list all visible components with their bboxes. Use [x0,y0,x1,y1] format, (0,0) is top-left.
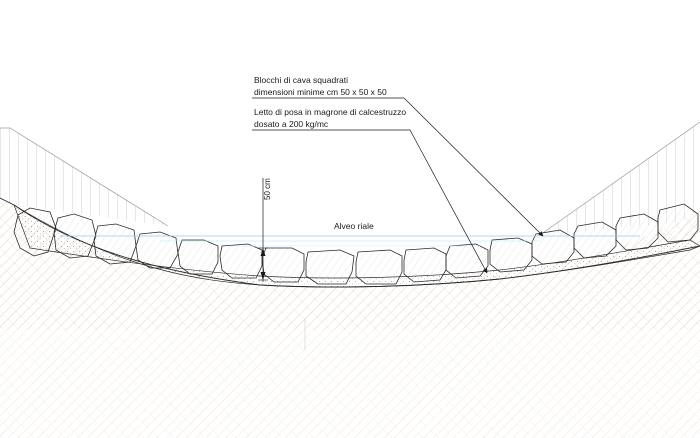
concrete-bed [13,204,700,288]
blocks-label-line2: dimensioni minime cm 50 x 50 x 50 [254,87,387,97]
water-label: Alveo riale [334,221,374,231]
block-16 [657,203,699,243]
block-7 [261,247,305,283]
dimension-label: 50 cm [263,178,272,200]
block-10 [403,247,447,283]
block-6 [219,243,263,279]
dimension-50cm: 50 cm [258,178,272,282]
blocks-label-line1: Blocchi di cava squadrati [254,75,348,85]
terrain-line [0,197,15,206]
block-15 [615,213,659,251]
block-1 [13,207,57,257]
ground-soil-overlay [0,198,700,438]
leader-blocks [252,97,544,237]
block-3 [93,223,137,265]
block-14 [573,221,617,259]
block-9 [355,249,403,285]
block-12 [489,237,533,273]
quarry-blocks [13,203,699,285]
left-bank-edge [0,127,169,227]
leader-bed [252,129,488,274]
block-13 [531,229,575,265]
right-bank-edge [539,121,700,236]
left-bank [0,128,168,226]
ground-fade [0,330,700,438]
block-8 [305,249,355,285]
block-5 [177,239,219,275]
bed-label-line2: dosato a 200 kg/mc [254,119,329,129]
block-4 [135,231,179,269]
block-11 [445,243,489,279]
bed-label-line1: Letto di posa in magrone di calcestruzzo [254,107,406,117]
